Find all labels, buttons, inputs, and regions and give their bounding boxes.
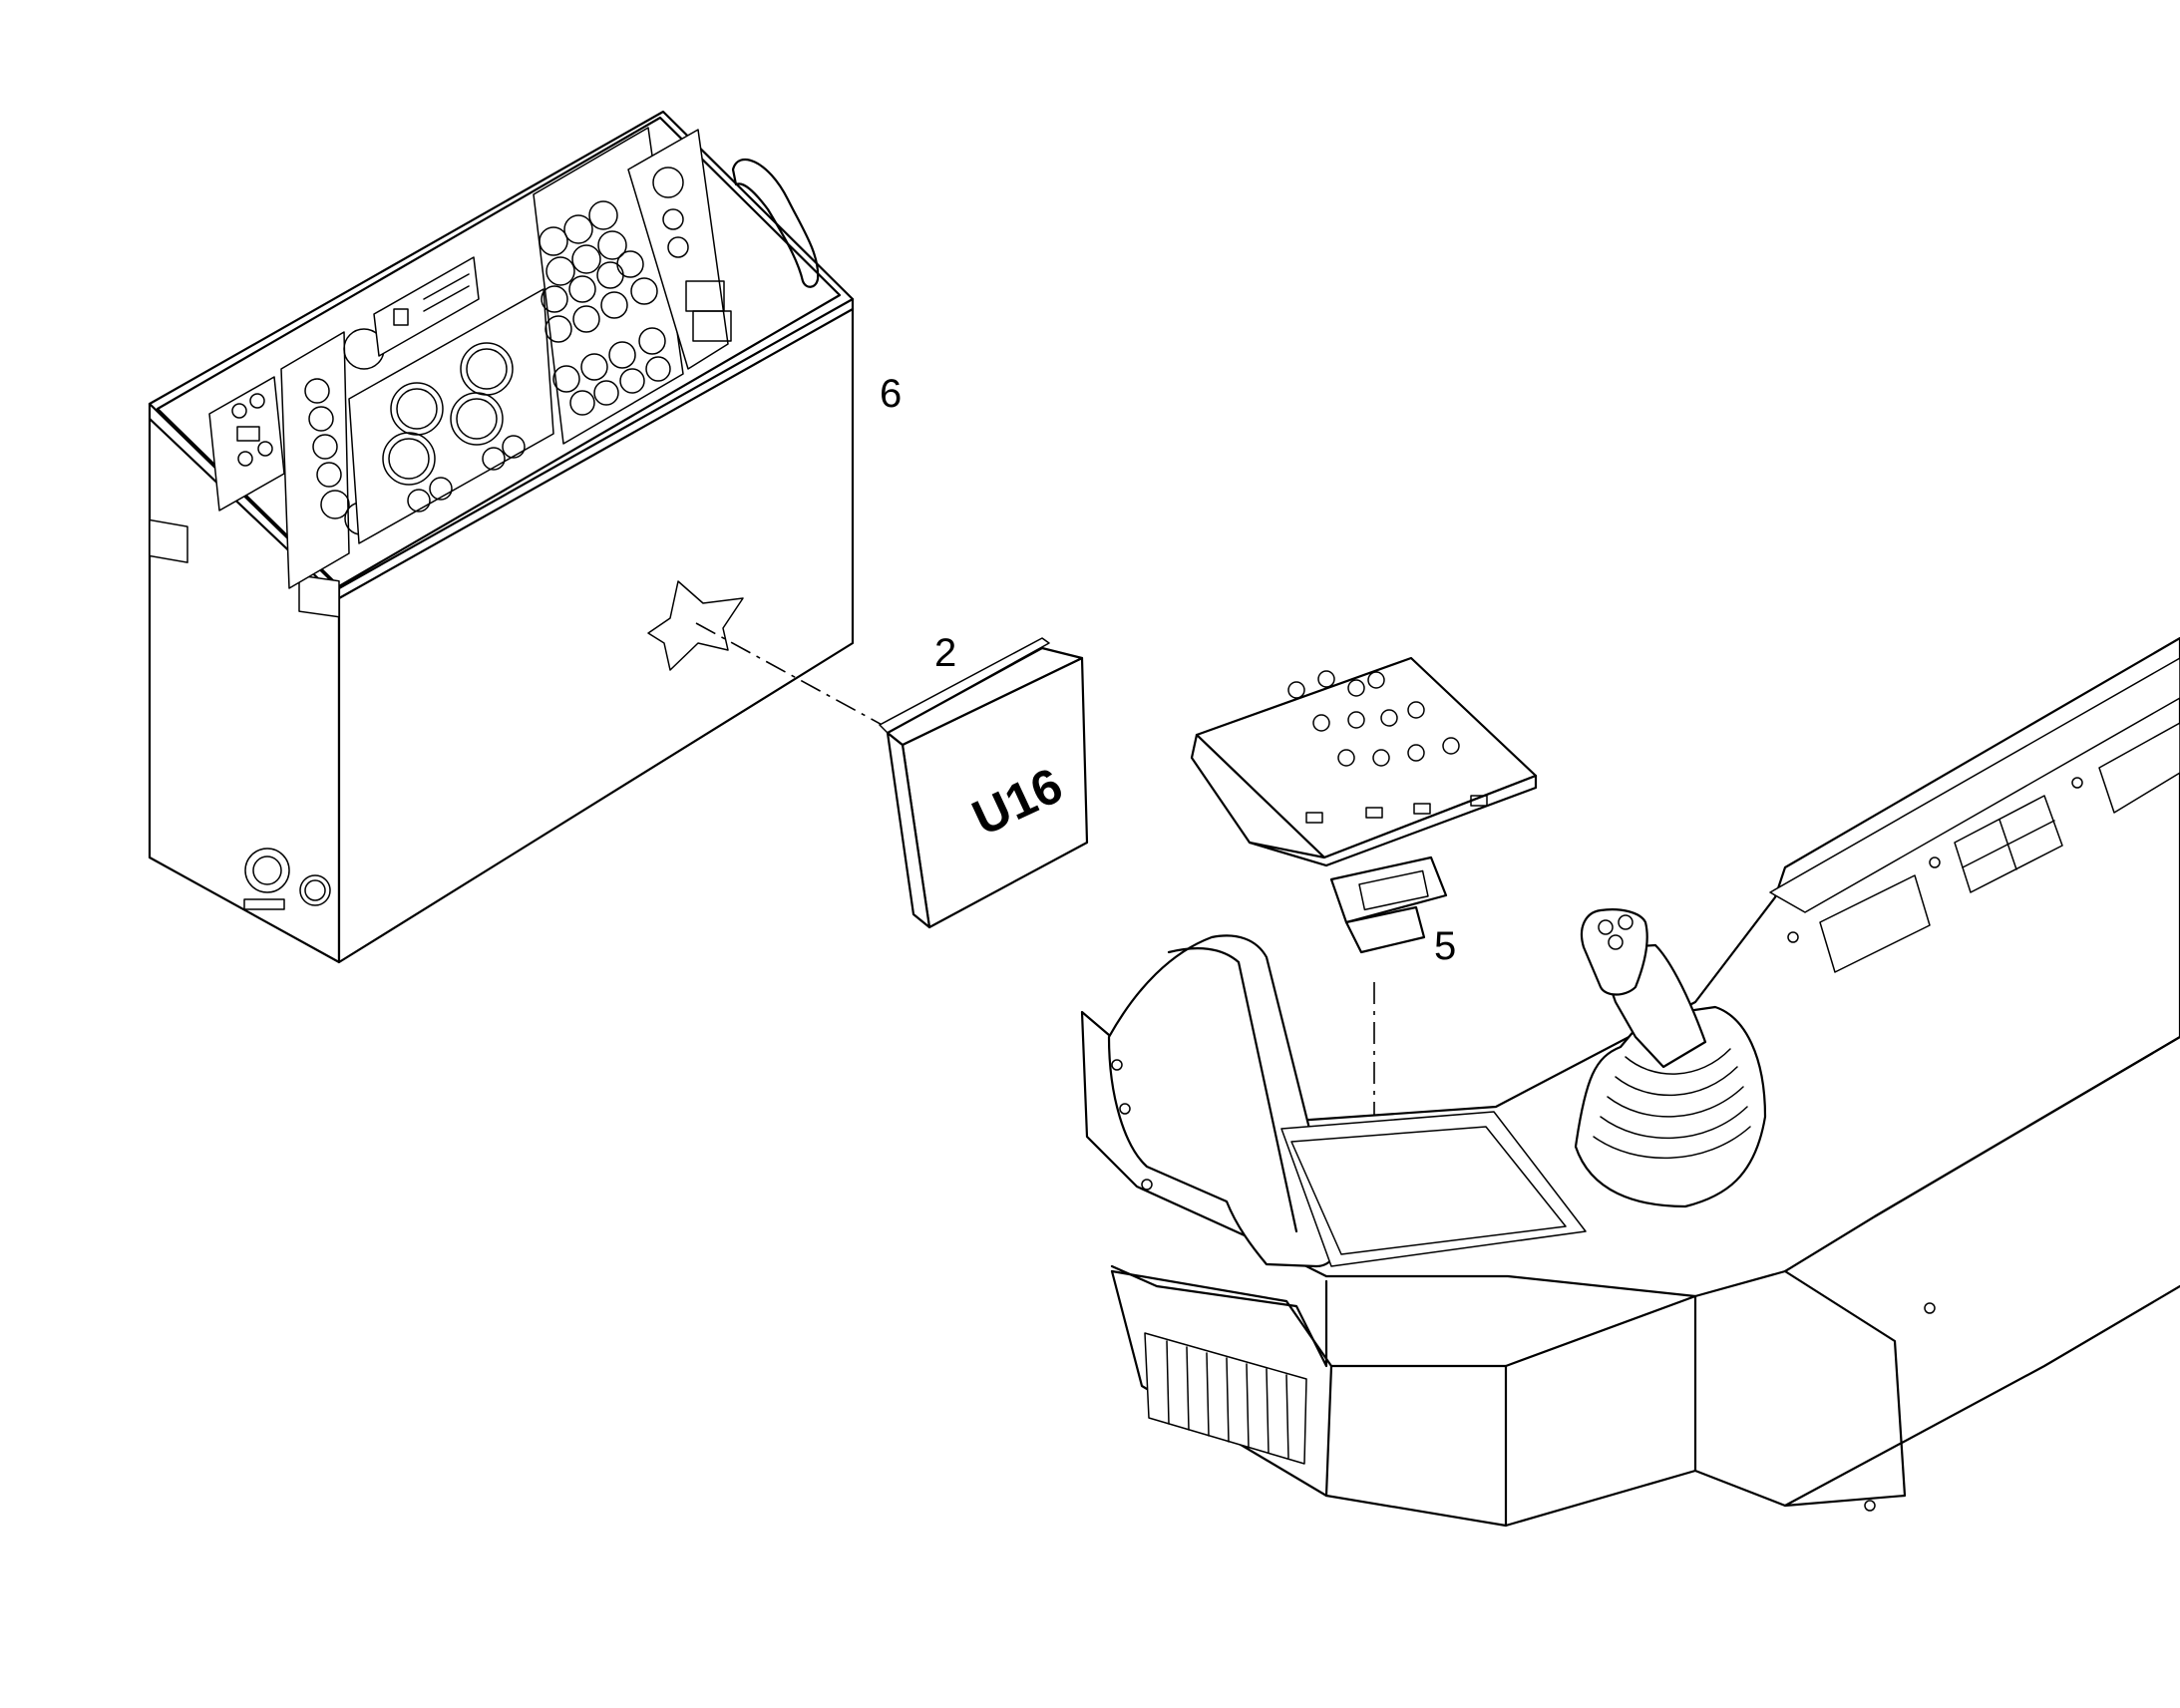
- electronic-module-u16[interactable]: U16: [879, 637, 1089, 929]
- air-vent-grille: [1144, 1332, 1307, 1465]
- callout-2: 2: [934, 631, 956, 675]
- callout-5: 5: [1434, 924, 1456, 968]
- mounting-point-icon: [647, 580, 744, 671]
- leader-line-2: [695, 622, 889, 729]
- control-cabinet[interactable]: [148, 110, 855, 964]
- toggle-switch-array: [1287, 670, 1488, 824]
- d-sub-connector[interactable]: [1329, 855, 1448, 954]
- display-window-1: [1819, 874, 1931, 973]
- switch-panel-unit[interactable]: [1190, 656, 1538, 867]
- console-tray: [1280, 1111, 1587, 1267]
- joystick[interactable]: [1574, 908, 1767, 1208]
- operator-console[interactable]: [1080, 636, 2180, 1528]
- callout-6: 6: [880, 372, 902, 416]
- display-window-3: [2098, 722, 2180, 814]
- button-cluster: [539, 200, 671, 416]
